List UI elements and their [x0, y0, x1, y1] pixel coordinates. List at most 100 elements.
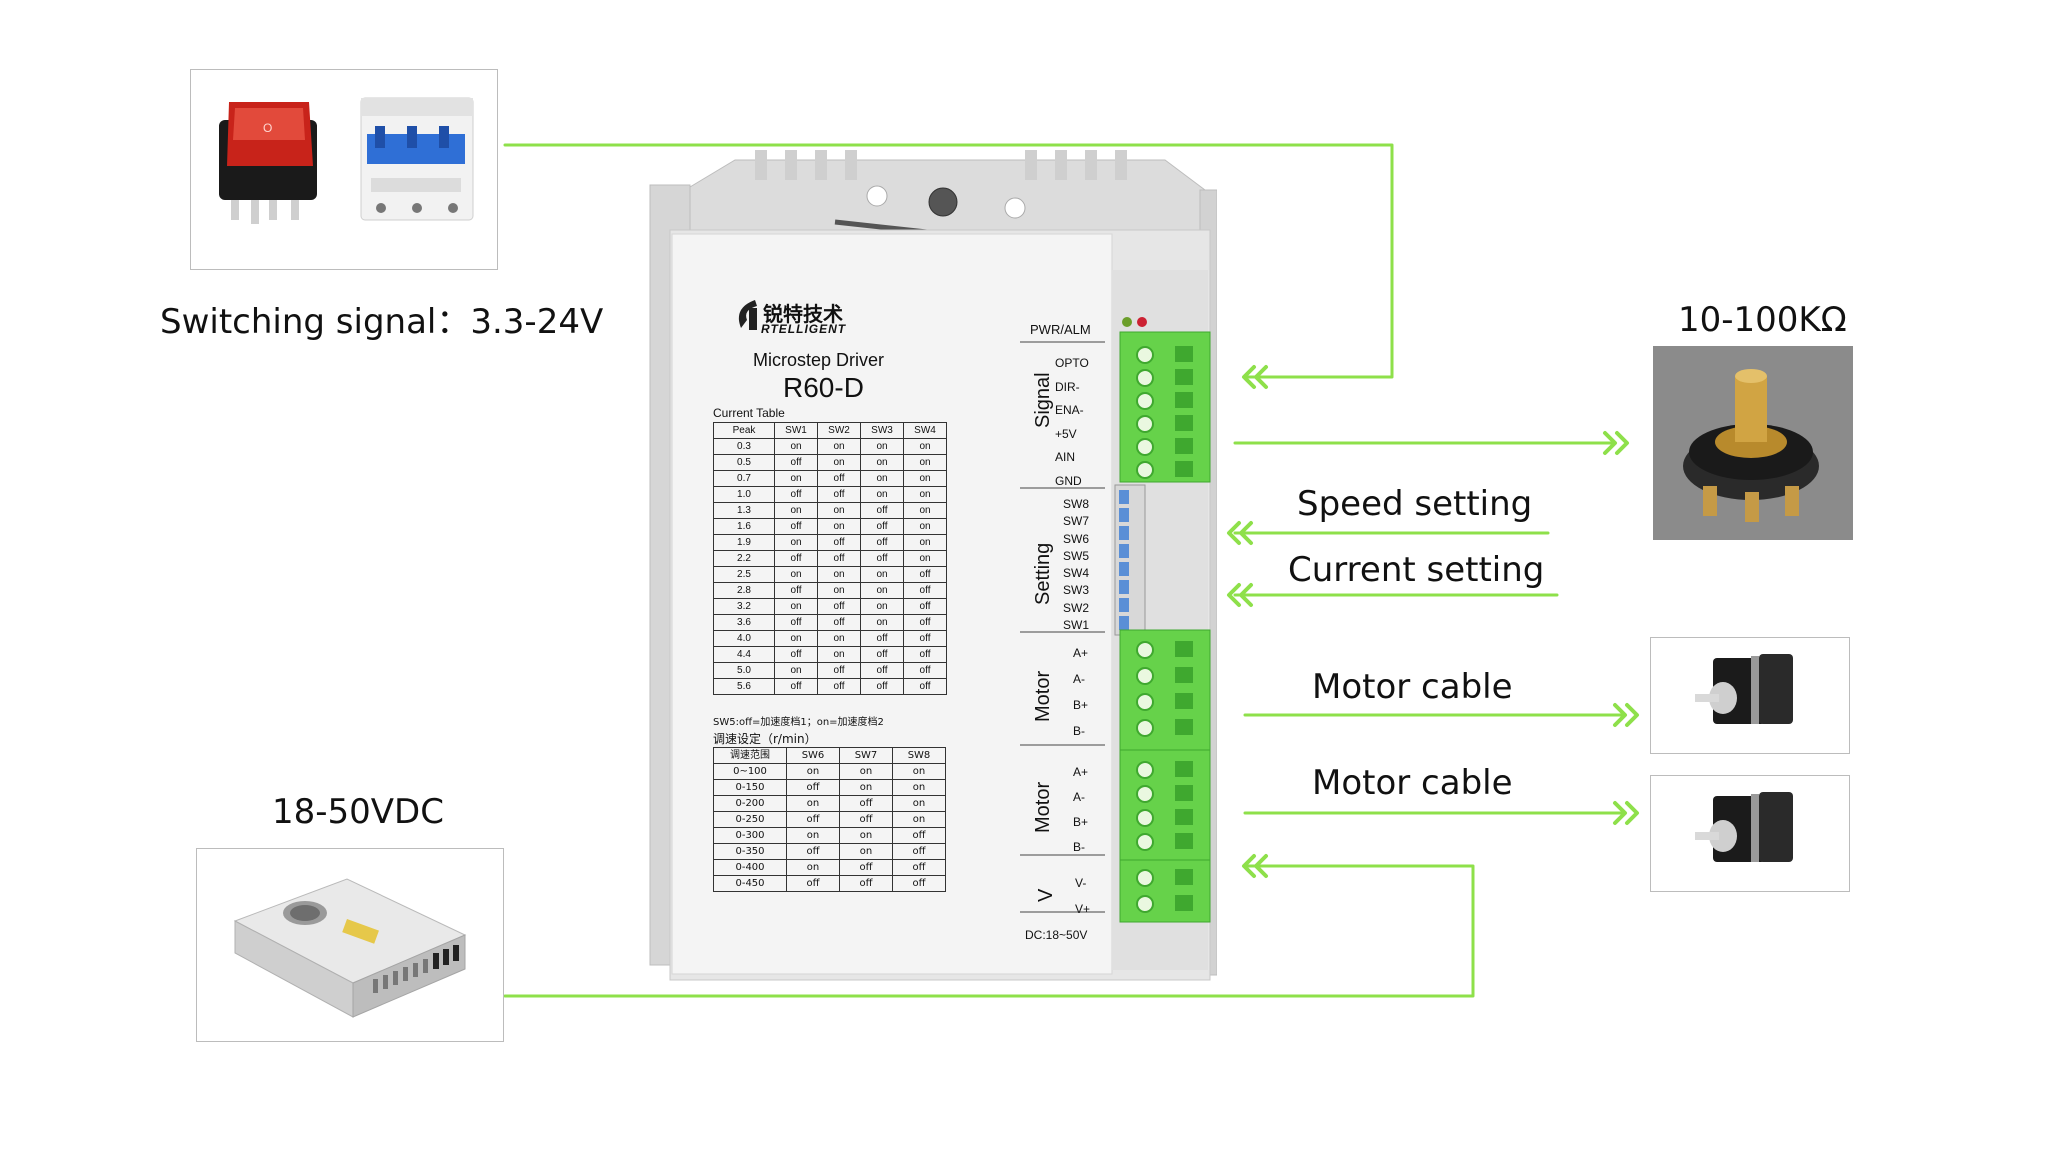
- switch-signal-line: [503, 143, 1394, 379]
- table-cell: off: [860, 662, 904, 679]
- table-cell: on: [774, 598, 818, 615]
- table-cell: 2.8: [713, 582, 775, 599]
- setting-pin: SW5: [1063, 548, 1090, 563]
- table-cell: on: [903, 470, 947, 487]
- table-cell: off: [860, 518, 904, 535]
- motor-cable-1-label: Motor cable: [1312, 667, 1513, 707]
- table-cell: on: [860, 438, 904, 455]
- table-cell: 1.6: [713, 518, 775, 535]
- table-cell: on: [786, 827, 840, 844]
- table-cell: 1.3: [713, 502, 775, 519]
- table-cell: 0.5: [713, 454, 775, 471]
- table-cell: on: [817, 630, 861, 647]
- table-cell: 0-150: [713, 779, 787, 796]
- table-cell: on: [839, 763, 893, 780]
- setting-pin: SW8: [1063, 497, 1090, 511]
- table-cell: on: [860, 470, 904, 487]
- table-cell: on: [860, 566, 904, 583]
- table-cell: 0.7: [713, 470, 775, 487]
- table-cell: off: [903, 662, 947, 679]
- v-pin: V+: [1075, 902, 1091, 916]
- table-cell: off: [817, 550, 861, 567]
- motor-photo-box-2: [1650, 775, 1850, 892]
- table-cell: 4.0: [713, 630, 775, 647]
- table-cell: off: [903, 614, 947, 631]
- table-cell: on: [903, 438, 947, 455]
- arrow-motor-2: [1613, 801, 1639, 825]
- model-name: R60-D: [783, 372, 864, 403]
- table-cell: off: [817, 486, 861, 503]
- table-cell: 0.3: [713, 438, 775, 455]
- table-cell: on: [903, 550, 947, 567]
- motor2-pin: A-: [1073, 790, 1085, 804]
- table-cell: on: [903, 518, 947, 535]
- motor2-pin: A+: [1073, 765, 1089, 779]
- table-cell: on: [860, 486, 904, 503]
- table-cell: on: [786, 859, 840, 876]
- motor-terminal-2[interactable]: [1119, 749, 1211, 861]
- signal-terminal[interactable]: [1119, 331, 1211, 483]
- power-terminal[interactable]: [1119, 859, 1211, 923]
- table-cell: off: [892, 859, 946, 876]
- current-table-title: Current Table: [713, 406, 785, 420]
- table-cell: 2.2: [713, 550, 775, 567]
- table-cell: on: [817, 454, 861, 471]
- table-cell: on: [774, 438, 818, 455]
- table-cell: off: [892, 875, 946, 892]
- table-cell: off: [839, 795, 893, 812]
- motor-terminal-1[interactable]: [1119, 629, 1211, 751]
- table-cell: on: [860, 454, 904, 471]
- table-cell: on: [903, 502, 947, 519]
- signal-pin: DIR-: [1055, 379, 1080, 394]
- table-cell: on: [839, 843, 893, 860]
- motor2-pin: B+: [1073, 815, 1089, 829]
- table-cell: on: [774, 662, 818, 679]
- table-cell: off: [786, 875, 840, 892]
- table-cell: off: [774, 582, 818, 599]
- setting-pin: SW1: [1063, 618, 1090, 633]
- power-line: [503, 864, 1475, 998]
- current-table-note: SW5:off=加速度档1；on=加速度档2: [713, 717, 884, 728]
- table-cell: 0~100: [713, 763, 787, 780]
- table-cell: 0-300: [713, 827, 787, 844]
- table-cell: SW8: [892, 747, 946, 764]
- table-cell: off: [786, 843, 840, 860]
- arrow-motor-1: [1613, 703, 1639, 727]
- table-cell: SW3: [860, 422, 904, 439]
- signal-pin: ENA-: [1055, 403, 1084, 417]
- motor2-pin: B-: [1073, 840, 1085, 854]
- power-supply-icon: [233, 878, 467, 1018]
- setting-pin: SW6: [1063, 531, 1090, 546]
- table-cell: off: [903, 566, 947, 583]
- table-cell: on: [892, 795, 946, 812]
- potentiometer-photo: [1653, 346, 1853, 540]
- brand-logo-icon: [738, 300, 757, 330]
- signal-group-label: Signal: [1032, 372, 1054, 428]
- table-cell: on: [892, 779, 946, 796]
- table-cell: off: [774, 646, 818, 663]
- table-cell: 0-250: [713, 811, 787, 828]
- motor-pin: A-: [1073, 672, 1085, 686]
- setting-pin: SW4: [1063, 566, 1090, 581]
- table-cell: off: [839, 811, 893, 828]
- table-cell: off: [817, 598, 861, 615]
- speed-setting-label: Speed setting: [1297, 484, 1533, 524]
- signal-pin: AIN: [1055, 450, 1076, 464]
- dc-range-label: DC:18~50V: [1025, 928, 1088, 942]
- power-supply-photo-box: [196, 848, 504, 1042]
- table-cell: 2.5: [713, 566, 775, 583]
- table-cell: on: [892, 811, 946, 828]
